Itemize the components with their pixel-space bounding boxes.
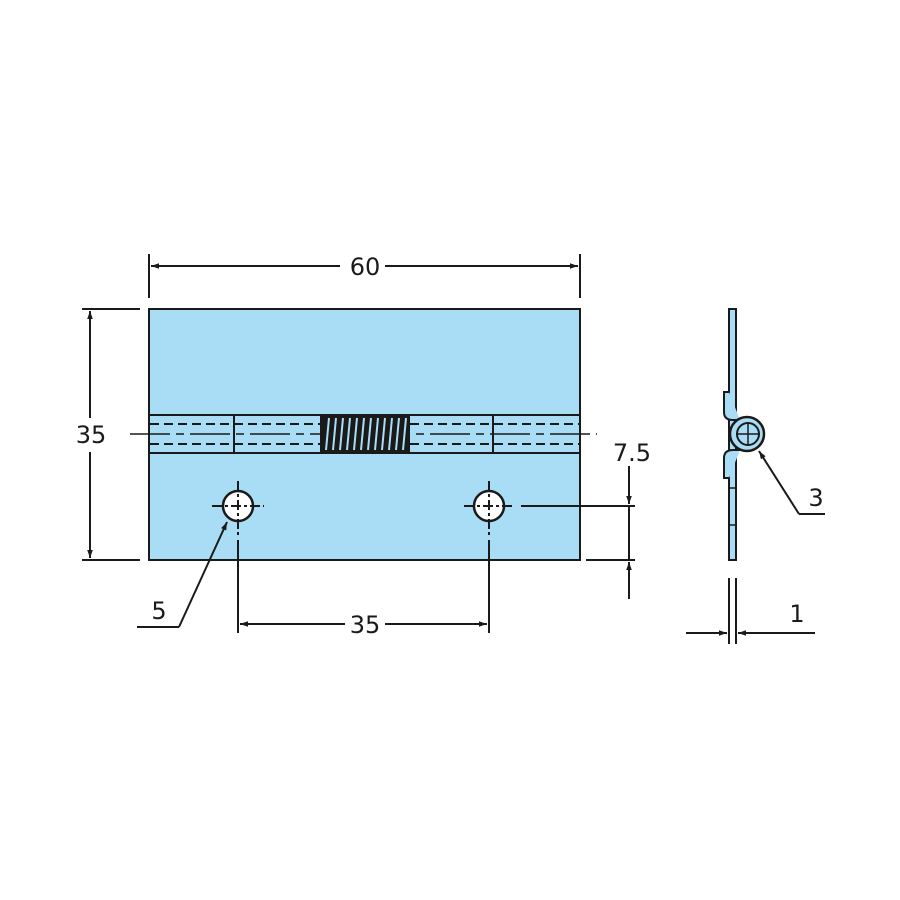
spring-coil [320,416,410,452]
dimension-hole-edge-label: 7.5 [613,439,651,467]
dimension-width-label: 60 [350,253,381,281]
dimension-hole-spacing-label: 35 [350,611,381,639]
side-view: 3 1 [686,308,825,644]
dimension-thickness [686,578,815,644]
mounting-hole-right [464,481,514,535]
leader-hole-diameter-label: 5 [151,597,166,625]
front-view: 60 35 35 5 7.5 [76,253,651,639]
side-tab-lower [723,449,740,479]
hidden-pin-lines [150,423,579,445]
mounting-hole-left [212,481,264,535]
side-tab-upper [723,391,740,421]
dimension-thickness-label: 1 [789,600,804,628]
dimension-height-label: 35 [76,421,107,449]
dimension-hole-edge [521,466,635,599]
dimension-height [82,308,140,561]
leader-pin-diameter-label: 3 [808,484,823,512]
upper-leaf [148,308,581,416]
dimension-hole-spacing [237,540,490,633]
leader-hole-diameter [137,521,228,628]
dimension-width [148,254,581,298]
leader-pin-diameter [758,450,825,515]
